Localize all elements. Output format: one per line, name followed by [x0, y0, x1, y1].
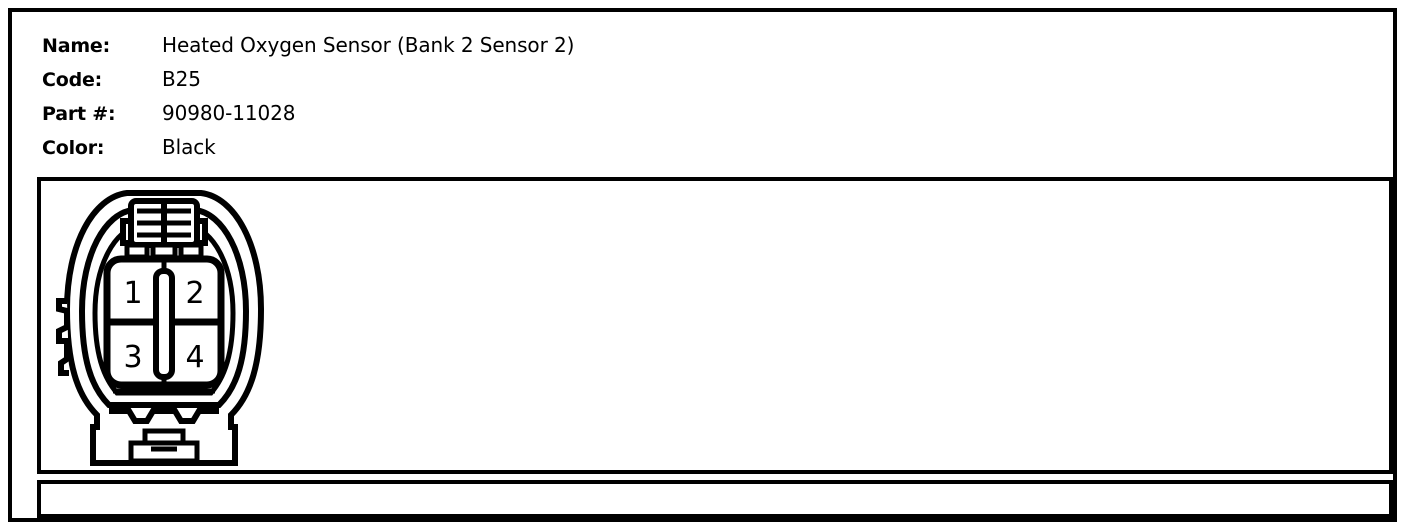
info-value-part-number: 90980-11028 — [162, 101, 296, 125]
connector-pinout-icon: 1 2 3 4 — [56, 190, 265, 466]
info-row-color: Color: Black — [42, 130, 1242, 164]
connector-diagram-panel: 1 2 3 4 — [37, 177, 1393, 474]
part-detail-frame: Name: Heated Oxygen Sensor (Bank 2 Senso… — [8, 8, 1397, 522]
latch-foot-block-1 — [124, 242, 150, 260]
shell-bottom-scallop — [109, 408, 219, 424]
pin-number-3: 3 — [123, 340, 142, 375]
info-row-code: Code: B25 — [42, 62, 1242, 96]
footer-strip — [37, 480, 1393, 518]
info-value-name: Heated Oxygen Sensor (Bank 2 Sensor 2) — [162, 33, 575, 57]
connector-keying-notch — [56, 298, 70, 376]
pin-number-4: 4 — [185, 340, 204, 375]
pin-number-2: 2 — [185, 276, 204, 311]
latch-foot-block-3 — [178, 242, 204, 260]
mounting-tab-lower — [128, 440, 200, 464]
pin-number-1: 1 — [123, 276, 142, 311]
info-label-color: Color: — [42, 137, 105, 159]
part-info-block: Name: Heated Oxygen Sensor (Bank 2 Senso… — [42, 28, 1242, 164]
info-label-part-number: Part #: — [42, 103, 116, 125]
info-label-code: Code: — [42, 69, 103, 91]
latch-foot-block-2 — [150, 242, 178, 260]
info-row-part-number: Part #: 90980-11028 — [42, 96, 1242, 130]
info-label-name: Name: — [42, 35, 111, 57]
info-row-name: Name: Heated Oxygen Sensor (Bank 2 Senso… — [42, 28, 1242, 62]
cavity-polarizing-rib — [153, 268, 175, 380]
info-value-code: B25 — [162, 67, 201, 91]
connector-illustration: 1 2 3 4 — [49, 181, 279, 470]
info-value-color: Black — [162, 135, 216, 159]
